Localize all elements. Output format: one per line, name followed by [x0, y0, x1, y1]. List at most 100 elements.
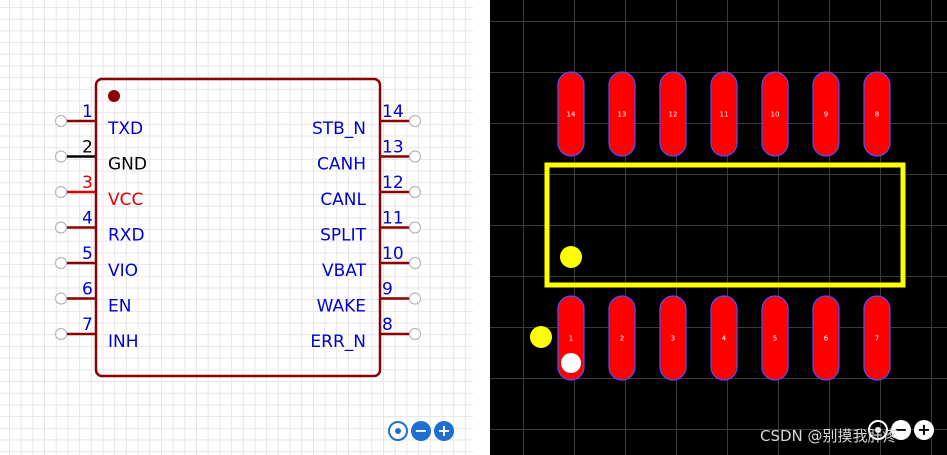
- pin-name-label: WAKE: [317, 297, 366, 317]
- pad-number-label: 7: [875, 335, 879, 343]
- pin-number-label: 1: [82, 102, 93, 122]
- pcb-pad-7[interactable]: 7: [863, 295, 891, 381]
- pad-shape: [659, 295, 687, 381]
- pad-number-label: 1: [569, 335, 573, 343]
- pin-endpoint[interactable]: [54, 150, 68, 163]
- pin-endpoint[interactable]: [408, 327, 422, 341]
- pin-number-label: 11: [382, 209, 404, 229]
- pcb-pad-6[interactable]: 6: [812, 295, 840, 381]
- pin-endpoint[interactable]: [54, 327, 68, 341]
- top-pad-row: 14 13 12 11 10 9 8: [557, 71, 891, 157]
- pin-name-label: TXD: [107, 119, 143, 139]
- pad-number-label: 6: [824, 335, 829, 343]
- pin-endpoint[interactable]: [408, 256, 422, 270]
- pin-endpoint[interactable]: [408, 114, 422, 128]
- pcb-pad-8[interactable]: 8: [863, 71, 891, 157]
- pin-endpoint[interactable]: [54, 256, 68, 270]
- pin-name-label: RXD: [108, 226, 145, 246]
- pad-number-label: 3: [671, 335, 675, 343]
- pin-number-label: 14: [382, 102, 404, 122]
- pin1-marker: [108, 90, 120, 102]
- pcb-pad-11[interactable]: 11: [710, 71, 738, 157]
- pcb-pad-2[interactable]: 2: [608, 295, 636, 381]
- pin-name-label: CANH: [317, 155, 366, 175]
- pin-endpoint[interactable]: [54, 292, 68, 305]
- pad-shape: [557, 71, 585, 157]
- silkscreen-pin1-dot: [560, 246, 582, 268]
- pad-shape: [710, 295, 738, 381]
- pad-shape: [608, 295, 636, 381]
- pcb-pad-13[interactable]: 13: [608, 71, 636, 157]
- pcb-pad-3[interactable]: 3: [659, 295, 687, 381]
- pin-endpoint[interactable]: [54, 185, 68, 199]
- pin-name-label: VIO: [108, 261, 138, 281]
- watermark: CSDN @别摸我肝疼: [760, 427, 898, 445]
- pad-shape: [659, 71, 687, 157]
- zoom-in-button[interactable]: +: [914, 420, 934, 440]
- zoom-out-button[interactable]: −: [891, 420, 911, 440]
- pin-number-label: 8: [382, 315, 393, 335]
- locate-icon[interactable]: [388, 421, 408, 441]
- pad-number-label: 13: [618, 111, 627, 119]
- locate-icon[interactable]: [868, 420, 888, 440]
- pad-number-label: 10: [771, 111, 780, 119]
- right-pin-group: 14STB_N13CANH12CANL11SPLIT10VBAT9WAKE8ER…: [310, 102, 422, 352]
- schematic-zoom-controls: − +: [388, 421, 454, 441]
- pin-name-label: CANL: [320, 190, 366, 210]
- pad-number-label: 9: [824, 111, 828, 119]
- pad-shape: [608, 71, 636, 157]
- pin-number-label: 3: [82, 173, 93, 193]
- ic-body-outline[interactable]: [94, 77, 382, 378]
- origin-marker: [561, 353, 581, 373]
- pcb-pad-4[interactable]: 4: [710, 295, 738, 381]
- pin-endpoint[interactable]: [408, 185, 422, 199]
- pin-endpoint[interactable]: [54, 114, 68, 128]
- pin-name-label: INH: [108, 332, 139, 352]
- pad-shape: [863, 295, 891, 381]
- pin-number-label: 6: [82, 280, 93, 300]
- pcb-pad-9[interactable]: 9: [812, 71, 840, 157]
- schematic-pin-6[interactable]: 6EN: [54, 280, 132, 317]
- pin-endpoint[interactable]: [408, 150, 422, 163]
- pin-number-label: 12: [382, 173, 404, 193]
- pcb-pad-10[interactable]: 10: [761, 71, 789, 157]
- pin-name-label: EN: [108, 297, 131, 317]
- pin-name-label: VBAT: [322, 261, 367, 281]
- pin-endpoint[interactable]: [408, 221, 422, 234]
- pin-number-label: 10: [382, 244, 404, 264]
- pcb-pad-5[interactable]: 5: [761, 295, 789, 381]
- pad-number-label: 4: [722, 335, 727, 343]
- pin-endpoint[interactable]: [54, 221, 68, 234]
- pin1-indicator-dot: [530, 326, 552, 348]
- pad-number-label: 5: [773, 335, 777, 343]
- pin-endpoint[interactable]: [408, 292, 422, 305]
- pin-name-label: ERR_N: [310, 332, 366, 352]
- zoom-in-button[interactable]: +: [434, 421, 454, 441]
- pcb-pad-12[interactable]: 12: [659, 71, 687, 157]
- pad-shape: [812, 295, 840, 381]
- pad-number-label: 12: [669, 111, 678, 119]
- pin-number-label: 13: [382, 138, 404, 158]
- pin-number-label: 5: [82, 244, 93, 264]
- pin-name-label: STB_N: [312, 119, 366, 139]
- pcb-pad-14[interactable]: 14: [557, 71, 585, 157]
- zoom-out-button[interactable]: −: [411, 421, 431, 441]
- pin-name-label: SPLIT: [320, 226, 367, 246]
